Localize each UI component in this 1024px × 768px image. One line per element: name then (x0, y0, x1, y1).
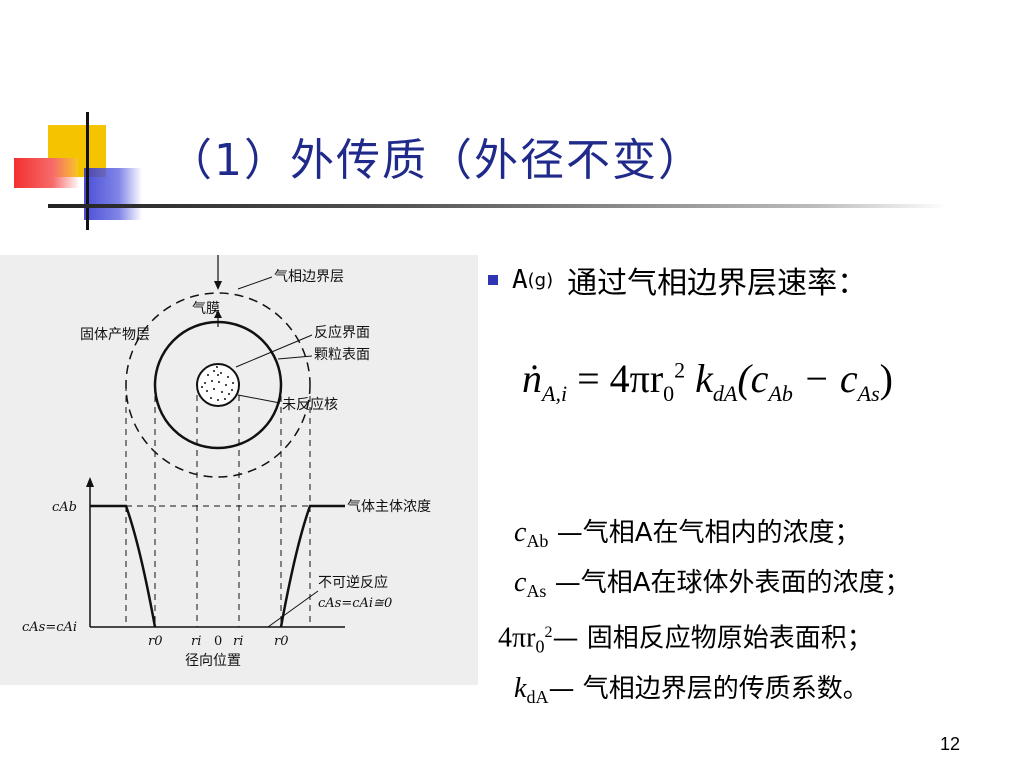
shrinking-core-diagram: 气膜 气相边界层 固体产物层 反应界面 颗粒表面 未反应核 cAb cAs= (0, 255, 478, 685)
label-solid-product-layer: 固体产物层 (80, 327, 150, 343)
bullet-rate-heading: A (g) 通过气相边界层速率： (488, 258, 867, 302)
bullet-symbol: A (512, 265, 528, 295)
tick-r0-left: r0 (148, 634, 163, 649)
label-gas-film: 气膜 (192, 301, 220, 317)
eq-k: k (695, 356, 713, 401)
label-cas-condition: cAs=cAi≅0 (318, 596, 392, 611)
rate-equation: ṅA,i = 4πr02 kdA(cAb − cAs) (522, 355, 893, 407)
definition-kda: kdA— 气相边界层的传质系数。 (514, 672, 869, 707)
eq-k-sub: dA (712, 381, 738, 406)
bullet-subscript: (g) (527, 269, 554, 291)
title-underline (48, 204, 948, 208)
logo-blue-square (84, 168, 142, 220)
eq-rhs-prefix: = 4πr (577, 356, 664, 401)
eq-minus-c: − c (792, 356, 858, 401)
label-unreacted-core: 未反应核 (282, 396, 338, 413)
label-irreversible-reaction: 不可逆反应 (318, 574, 388, 591)
diagram-svg: 气膜 气相边界层 固体产物层 反应界面 颗粒表面 未反应核 cAb cAs= (22, 255, 431, 669)
guide-lines (125, 385, 311, 627)
tick-zero: 0 (214, 634, 222, 649)
definition-cas: cAs —气相A在球体外表面的浓度； (514, 567, 911, 601)
eq-r-sub: 0 (663, 381, 675, 406)
tick-r0-right: r0 (274, 634, 289, 649)
core-dots (201, 366, 234, 401)
label-gas-bulk-concentration: 气体主体浓度 (347, 499, 431, 515)
label-gas-boundary-layer: 气相边界层 (274, 269, 344, 285)
label-reaction-interface: 反应界面 (314, 324, 370, 341)
eq-lhs-sub: A,i (542, 381, 568, 406)
label-cab-axis: cAb (52, 500, 77, 515)
definition-area: 4πr02— 固相反应物原始表面积； (498, 622, 873, 657)
page-number: 12 (940, 734, 961, 754)
logo-red-bar (14, 158, 78, 188)
definitions-list: cAb —气相A在气相内的浓度； cAs —气相A在球体外表面的浓度； 4πr0… (498, 512, 911, 718)
eq-c1-sub: Ab (768, 381, 793, 406)
logo-vertical-line (86, 112, 89, 230)
bullet-text: 通过气相边界层速率： (567, 266, 868, 301)
definition-cab: cAb —气相A在气相内的浓度； (514, 517, 861, 551)
x-axis-label: 径向位置 (185, 653, 241, 669)
label-particle-surface: 颗粒表面 (314, 347, 370, 363)
eq-c2-sub: As (857, 381, 880, 406)
tick-ri-right: ri (233, 634, 243, 649)
slide-title: （1）外传质（外径不变） (168, 135, 704, 186)
bullet-square-icon (488, 275, 498, 285)
profile-right (279, 504, 345, 628)
eq-lhs: ṅ (522, 356, 542, 401)
profile-left (90, 504, 157, 628)
tick-ri-left: ri (191, 634, 201, 649)
label-cas-eq-cai: cAs=cAi (22, 620, 77, 635)
eq-close: ) (879, 356, 893, 401)
eq-c-open: (c (737, 356, 769, 401)
eq-r-sup: 2 (674, 357, 686, 383)
